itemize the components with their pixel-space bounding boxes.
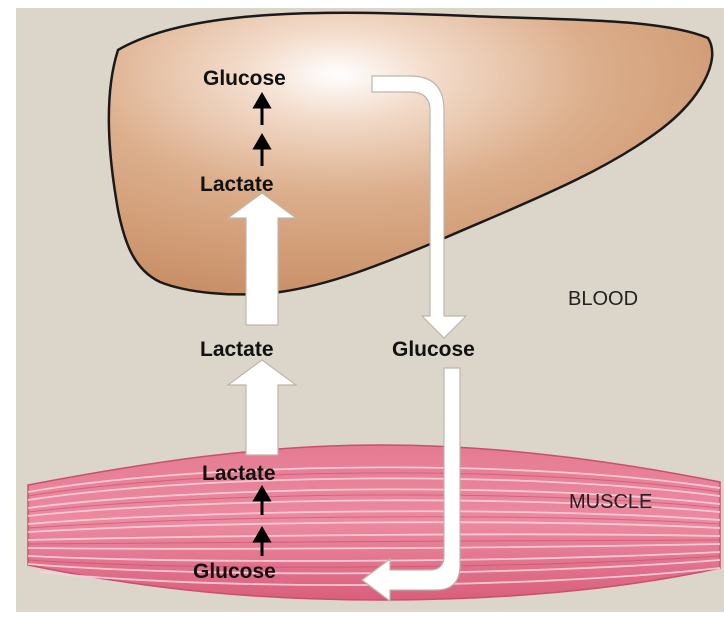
liver-lactate-label: Lactate: [200, 174, 274, 195]
blood-lactate-label: Lactate: [200, 339, 274, 360]
liver-glucose-label: Glucose: [203, 68, 286, 89]
muscle-region-label: MUSCLE: [569, 492, 652, 512]
blood-region-label: BLOOD: [568, 289, 638, 309]
muscle-glucose-label: Glucose: [193, 561, 276, 582]
muscle-lactate-label: Lactate: [202, 463, 276, 484]
arrow-muscle-to-blood: [228, 360, 296, 455]
blood-glucose-label: Glucose: [392, 339, 475, 360]
liver-organ: [109, 13, 712, 295]
